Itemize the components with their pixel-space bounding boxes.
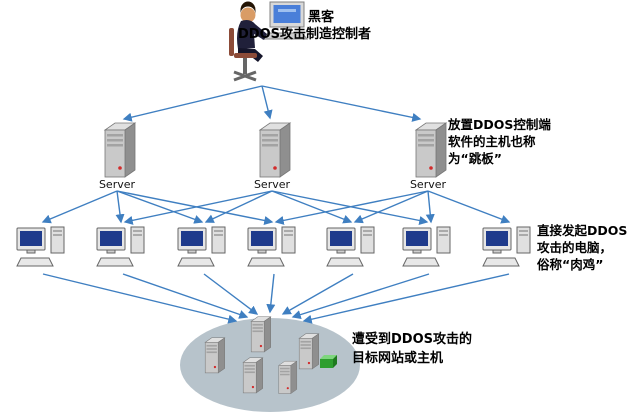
target-annotation-line: 目标网站或主机	[352, 351, 444, 366]
desktop-computer-icon	[325, 226, 381, 270]
desktop-computer-icon	[176, 226, 232, 270]
servers-annotation-line: 为“跳板”	[448, 151, 502, 166]
money-icon	[318, 354, 338, 370]
hacker-subtitle: DDOS攻击制造控制者	[238, 27, 371, 42]
server-icon	[406, 122, 450, 180]
desktop-computer-icon	[401, 226, 457, 270]
desktop-computer-icon	[481, 226, 537, 270]
server-label: Server	[253, 178, 291, 191]
server-icon	[250, 122, 294, 180]
target-annotation-line: 遭受到DDOS攻击的	[352, 332, 472, 347]
target-server-icon	[200, 336, 226, 376]
server-label: Server	[98, 178, 136, 191]
desktop-computer-icon	[15, 226, 71, 270]
server-label: Server	[409, 178, 447, 191]
server-icon	[95, 122, 139, 180]
zombies-annotation-line: 直接发起DDOS	[537, 223, 628, 238]
target-annotation: 遭受到DDOS攻击的 目标网站或主机	[352, 330, 472, 368]
servers-annotation: 放置DDOS控制端 软件的主机也称 为“跳板”	[448, 116, 551, 167]
desktop-computer-icon	[95, 226, 151, 270]
desktop-computer-icon	[246, 226, 302, 270]
hacker-title: 黑客	[308, 10, 335, 25]
hacker-icon	[212, 0, 312, 92]
servers-annotation-line: 软件的主机也称	[448, 134, 536, 149]
zombies-annotation: 直接发起DDOS 攻击的电脑， 俗称“肉鸡”	[537, 222, 627, 273]
zombies-annotation-line: 俗称“肉鸡”	[537, 257, 604, 272]
target-server-icon	[238, 356, 264, 396]
target-server-icon	[246, 315, 272, 355]
target-server-icon	[274, 360, 298, 396]
zombies-annotation-line: 攻击的电脑，	[537, 240, 613, 255]
servers-annotation-line: 放置DDOS控制端	[448, 117, 551, 132]
